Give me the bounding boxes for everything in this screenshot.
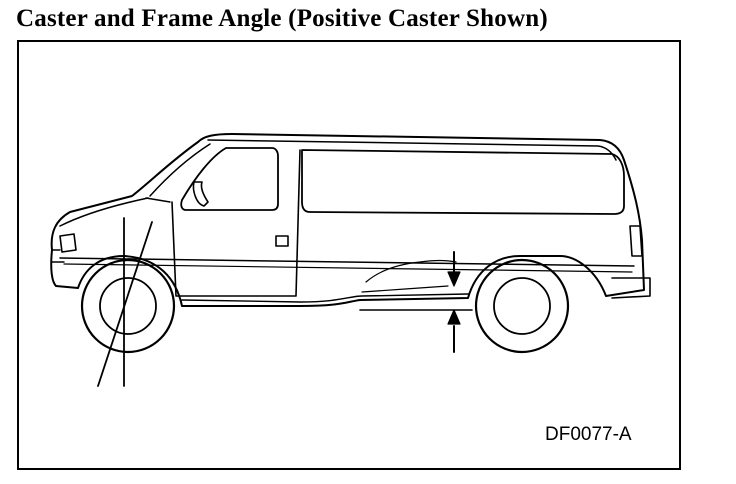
a-pillar [145,197,171,203]
body-side-moulding-lower [63,263,633,273]
windshield [149,143,211,197]
hood-line [59,197,149,227]
rear-tire [474,258,570,354]
rear-bumper [611,277,651,299]
caster-steering-axis-line [97,221,153,387]
frame-height-arrow-top-head [447,271,461,287]
van-roof-line [207,139,617,161]
frame-height-arrow-bottom-head [447,309,461,325]
front-door-outline [171,149,301,297]
front-grille [51,249,65,263]
figure-frame [17,40,681,470]
front-door-window [180,147,279,211]
front-wheel-rim [99,277,157,335]
door-handle [275,235,289,247]
body-side-moulding [59,257,635,267]
diagram-title: Caster and Frame Angle (Positive Caster … [16,5,548,32]
figure-code-label: DF0077-A [545,424,632,445]
front-tire [80,258,176,354]
headlamp [59,233,77,253]
tail-lamp [629,225,643,257]
undercarriage-detail [361,259,457,293]
rear-wheel-rim [493,277,551,335]
rear-side-window [301,149,625,215]
rocker-panel [181,293,469,303]
side-mirror [192,181,209,207]
